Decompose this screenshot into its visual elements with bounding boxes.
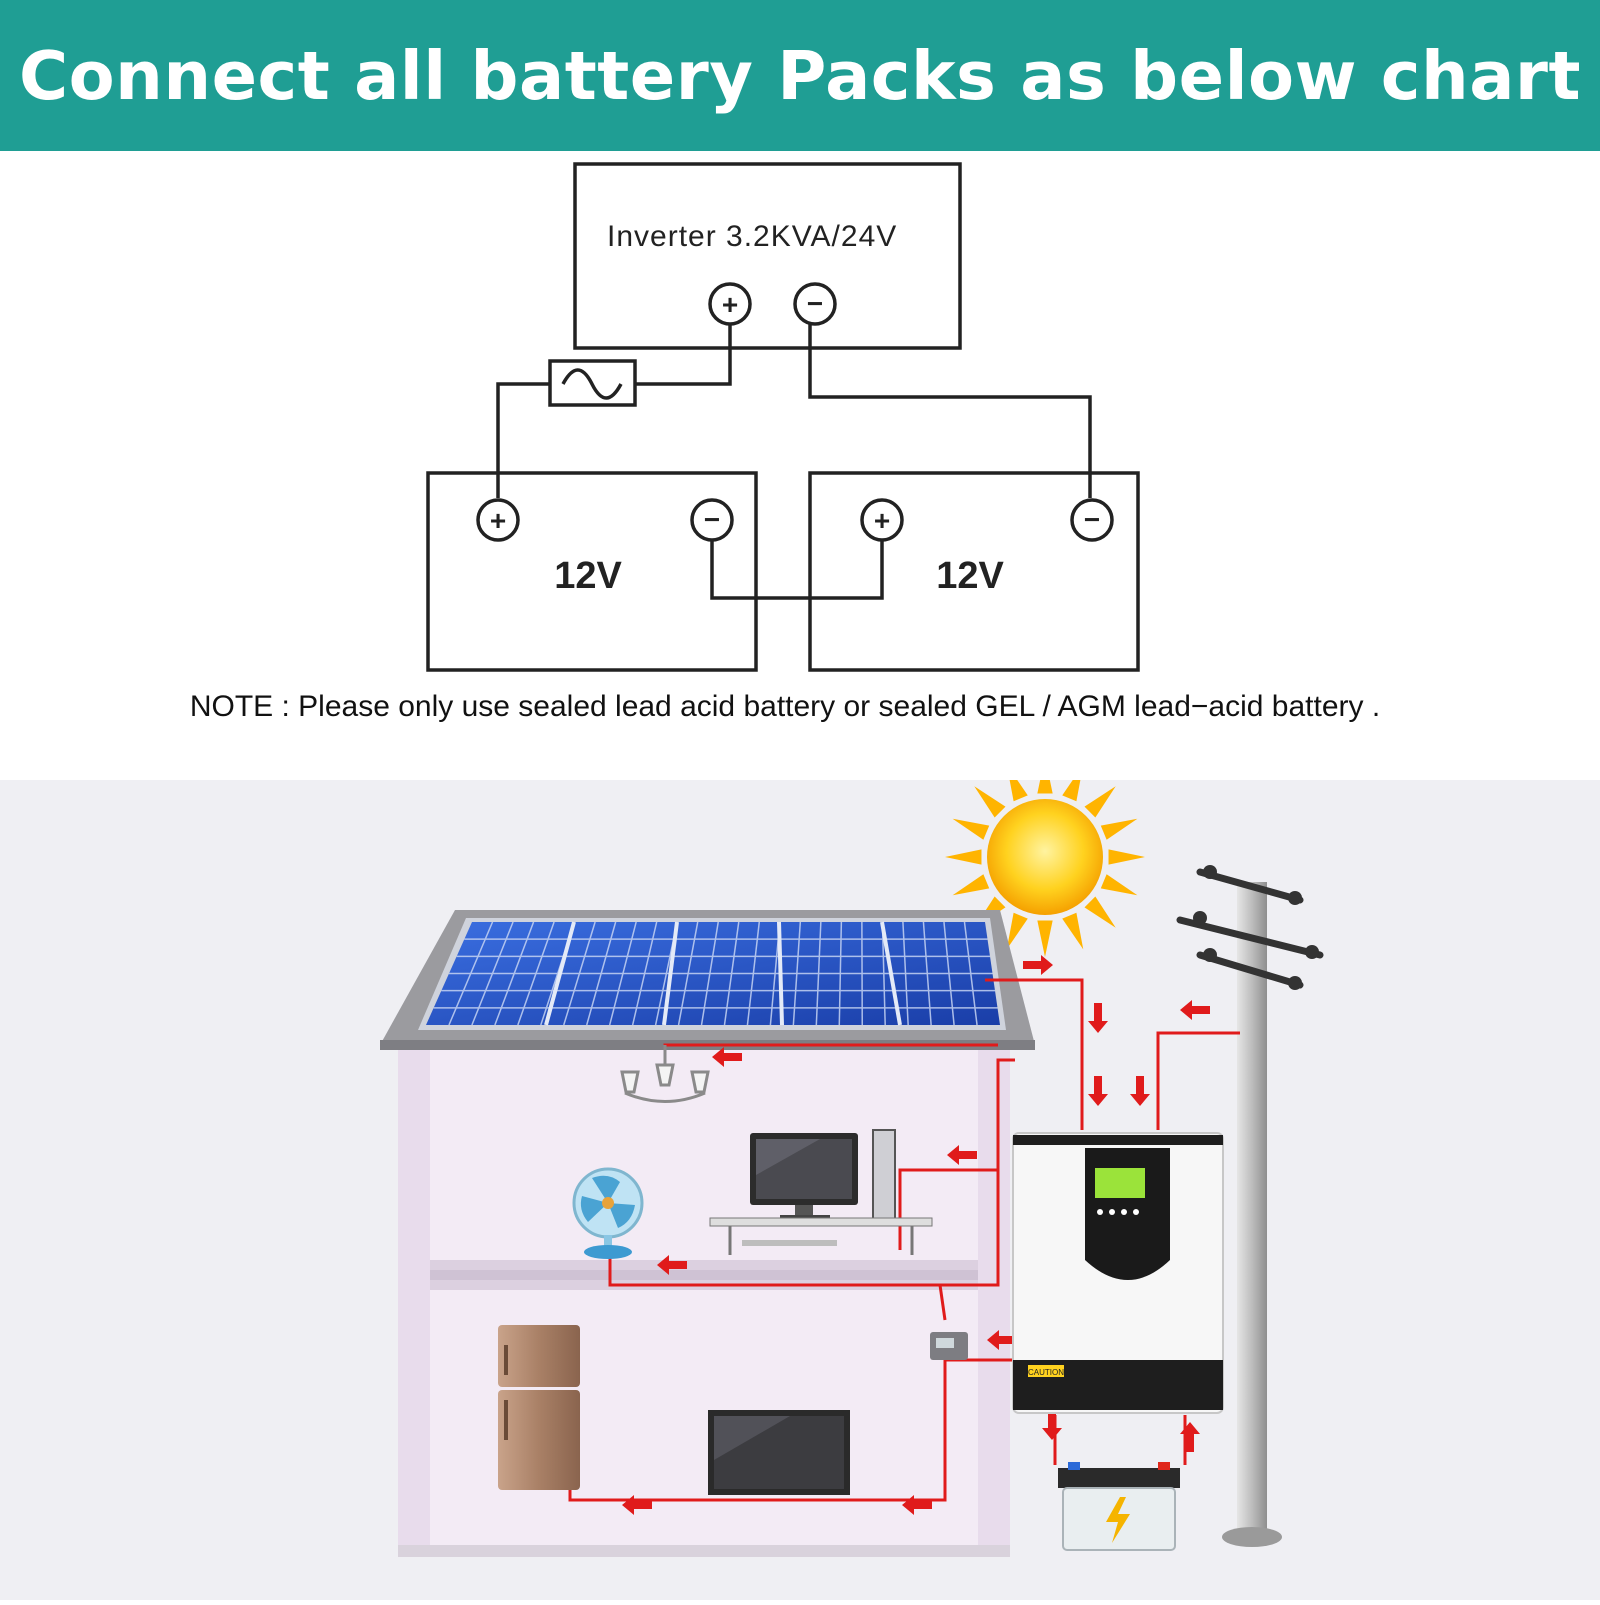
fuse-symbol [563,370,621,398]
refrigerator-icon [498,1325,580,1490]
battery2-positive-symbol: + [874,505,890,536]
inverter-label: Inverter 3.2KVA/24V [607,220,897,253]
meter-icon [930,1332,968,1360]
wire-series-link [712,540,882,598]
wire-positive-to-fuse [635,324,730,384]
solar-scene-svg: CAUTION [0,780,1600,1600]
inverter-box [575,164,960,348]
television-icon [708,1410,850,1495]
inverter-warning-label: CAUTION [1028,1368,1064,1377]
wiring-diagram: + − + − + − 12V 12V Inverter 3.2KVA/24V [0,151,1600,781]
battery1-negative-symbol: − [704,504,720,535]
wiring-diagram-svg: + − + − + − 12V 12V Inverter 3.2KVA/24V [0,151,1600,781]
battery2-negative-symbol: − [1084,504,1100,535]
battery1-positive-symbol: + [490,505,506,536]
wire-fuse-to-battery1-positive [498,384,550,498]
solar-panel-icon [418,918,1006,1030]
inverter-positive-symbol: + [722,289,738,320]
header-banner: Connect all battery Packs as below chart [0,0,1600,151]
battery-icon [1058,1462,1180,1550]
battery-note: NOTE : Please only use sealed lead acid … [0,690,1600,724]
solar-system-scene: CAUTION [0,780,1600,1600]
hybrid-inverter-icon: CAUTION [1013,1133,1223,1413]
page-title: Connect all battery Packs as below chart [19,37,1581,115]
battery1-voltage: 12V [554,555,622,597]
inverter-negative-symbol: − [807,288,823,319]
battery-note-text: NOTE : Please only use sealed lead acid … [190,690,1380,723]
battery2-voltage: 12V [936,555,1004,597]
